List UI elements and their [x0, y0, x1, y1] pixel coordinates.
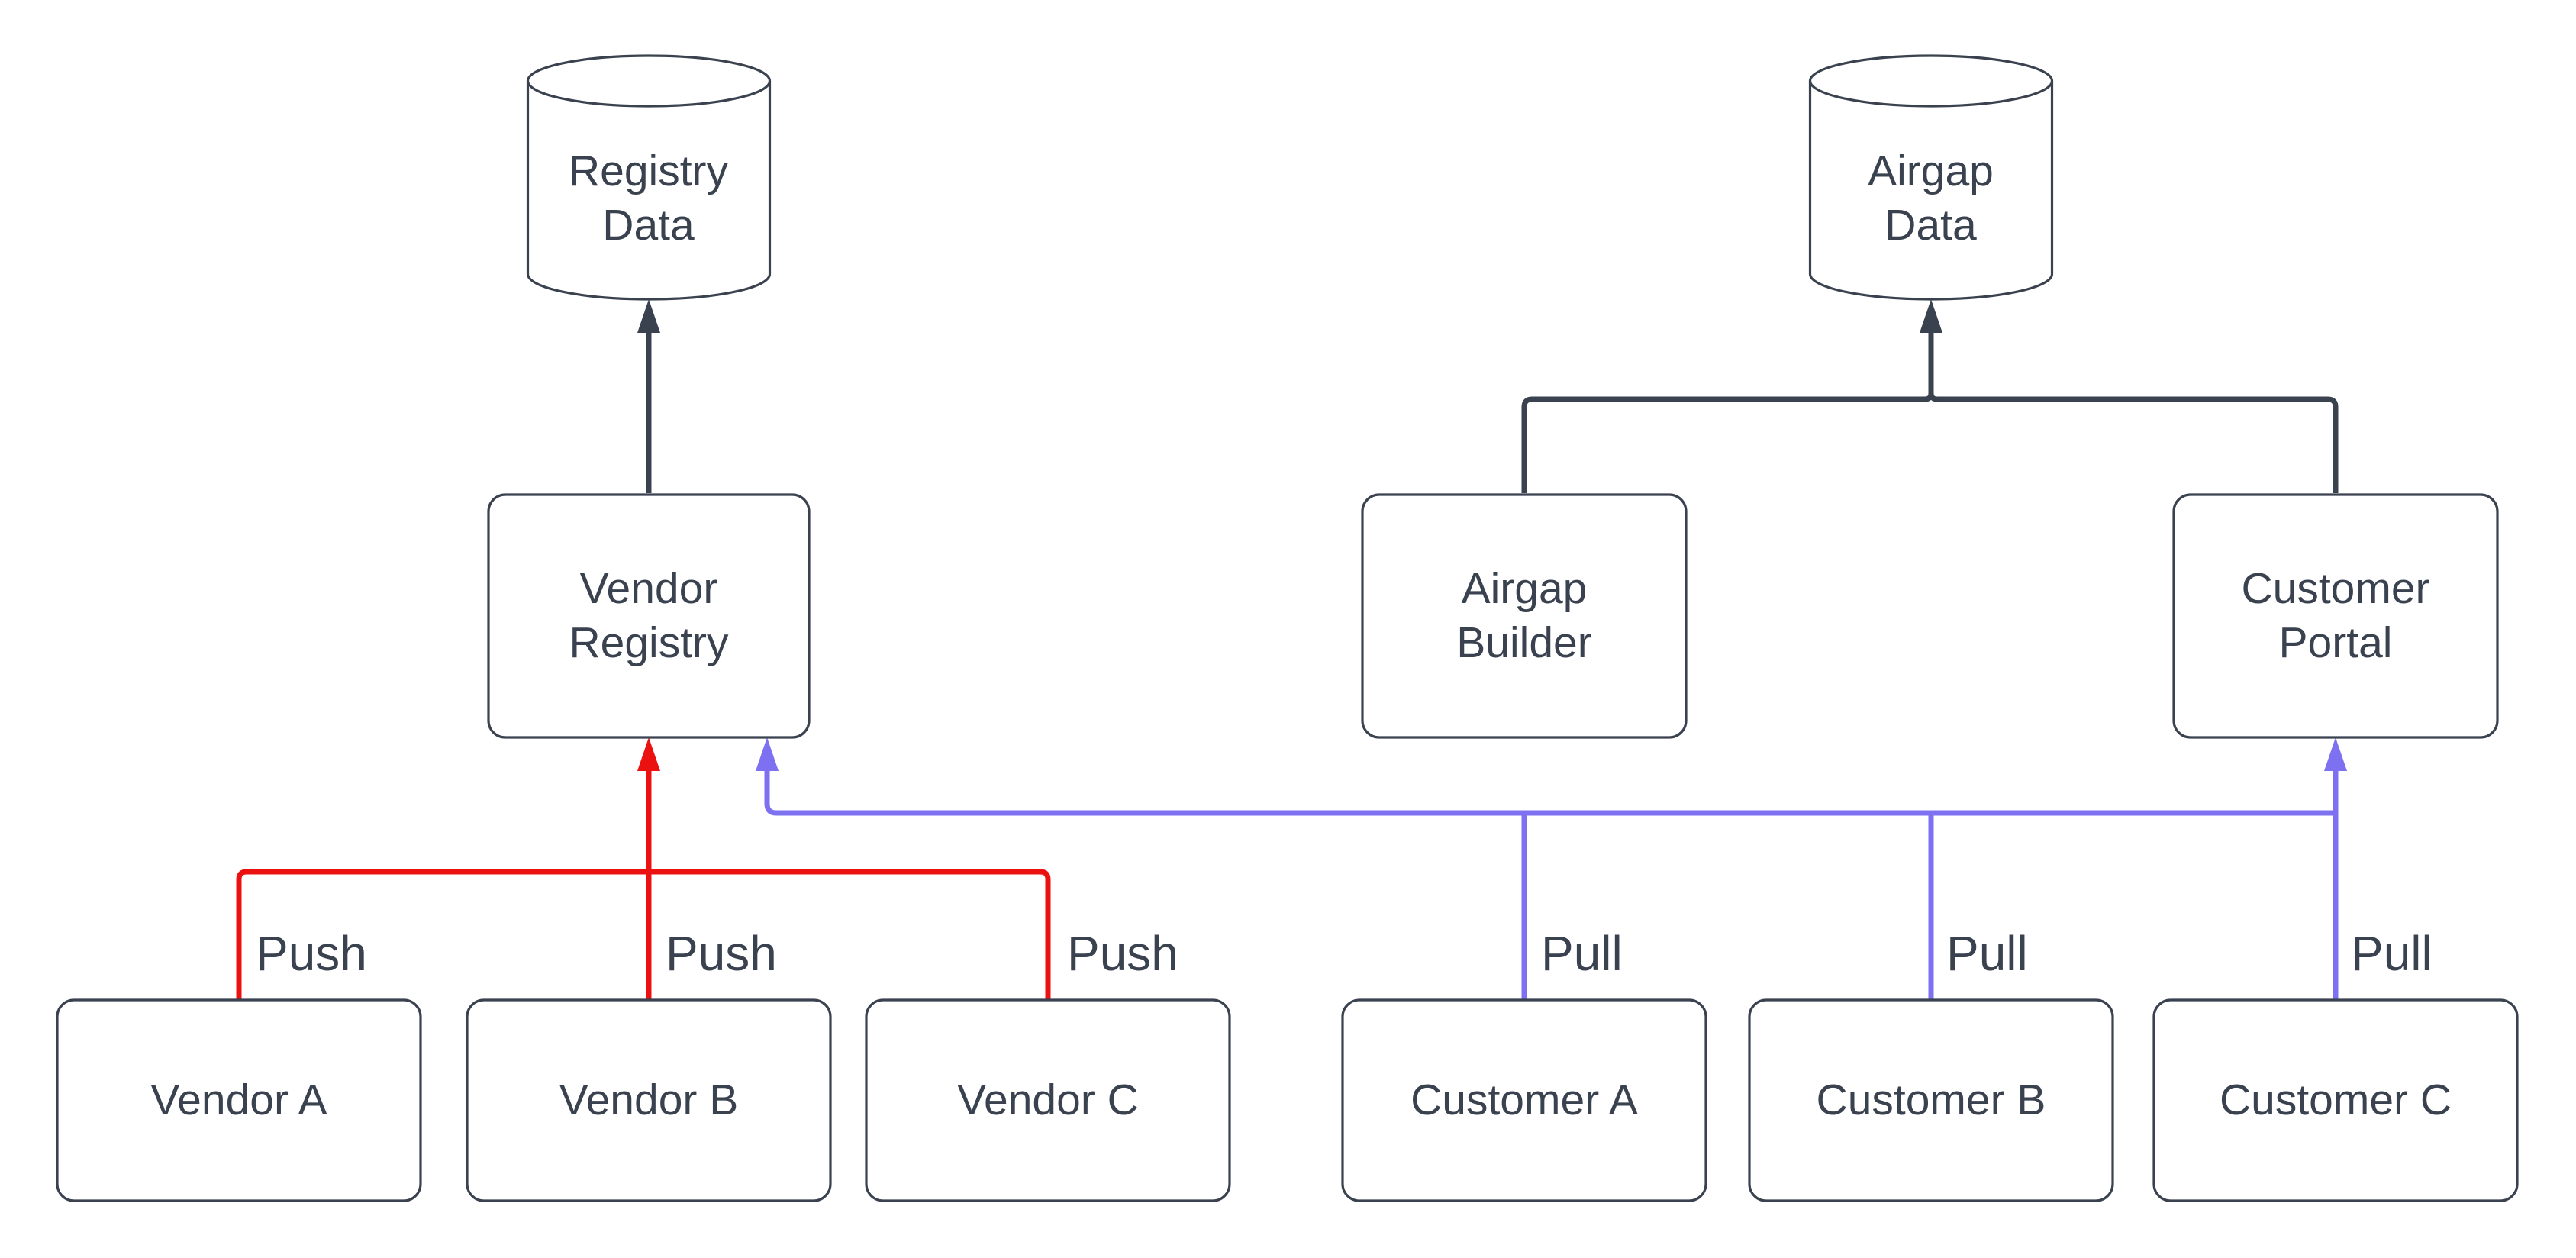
arrowhead-pull-vendor-registry [756, 737, 779, 771]
edge-group-pull [756, 737, 2347, 1000]
customer-portal-box [2172, 493, 2499, 739]
edge-group-push [236, 737, 1051, 1000]
vendor-a-box [56, 998, 422, 1202]
edge-airgap-builder-to-airgap-data [1521, 392, 1934, 493]
vendor-c-box [865, 998, 1231, 1202]
edge-pull-trunk-to-vendor-registry [764, 769, 2336, 816]
edge-vendor-c-push [649, 869, 1051, 1000]
edge-group-dark [637, 299, 2339, 493]
arrowhead-registry-data [637, 299, 660, 333]
arrowhead-pull-customer-portal [2324, 737, 2347, 771]
airgap-builder-box [1361, 493, 1688, 739]
node-shapes-boxes [56, 493, 2519, 1202]
customer-c-box [2152, 998, 2519, 1202]
registry-data-cylinder-lip [526, 80, 772, 108]
customer-b-box [1748, 998, 2114, 1202]
edge-vendor-a-push [236, 869, 649, 1000]
edge-customer-portal-to-airgap-data [1928, 392, 2339, 493]
airgap-data-cylinder [1808, 54, 2054, 301]
customer-a-box [1341, 998, 1707, 1202]
vendor-b-box [466, 998, 832, 1202]
node-shapes-cylinders [526, 54, 2054, 301]
arrowhead-push-vendor-registry [637, 737, 660, 771]
airgap-data-cylinder-lip [1808, 80, 2054, 108]
arrowhead-airgap-data [1920, 299, 1942, 333]
vendor-registry-box [487, 493, 811, 739]
registry-data-cylinder [526, 54, 772, 301]
